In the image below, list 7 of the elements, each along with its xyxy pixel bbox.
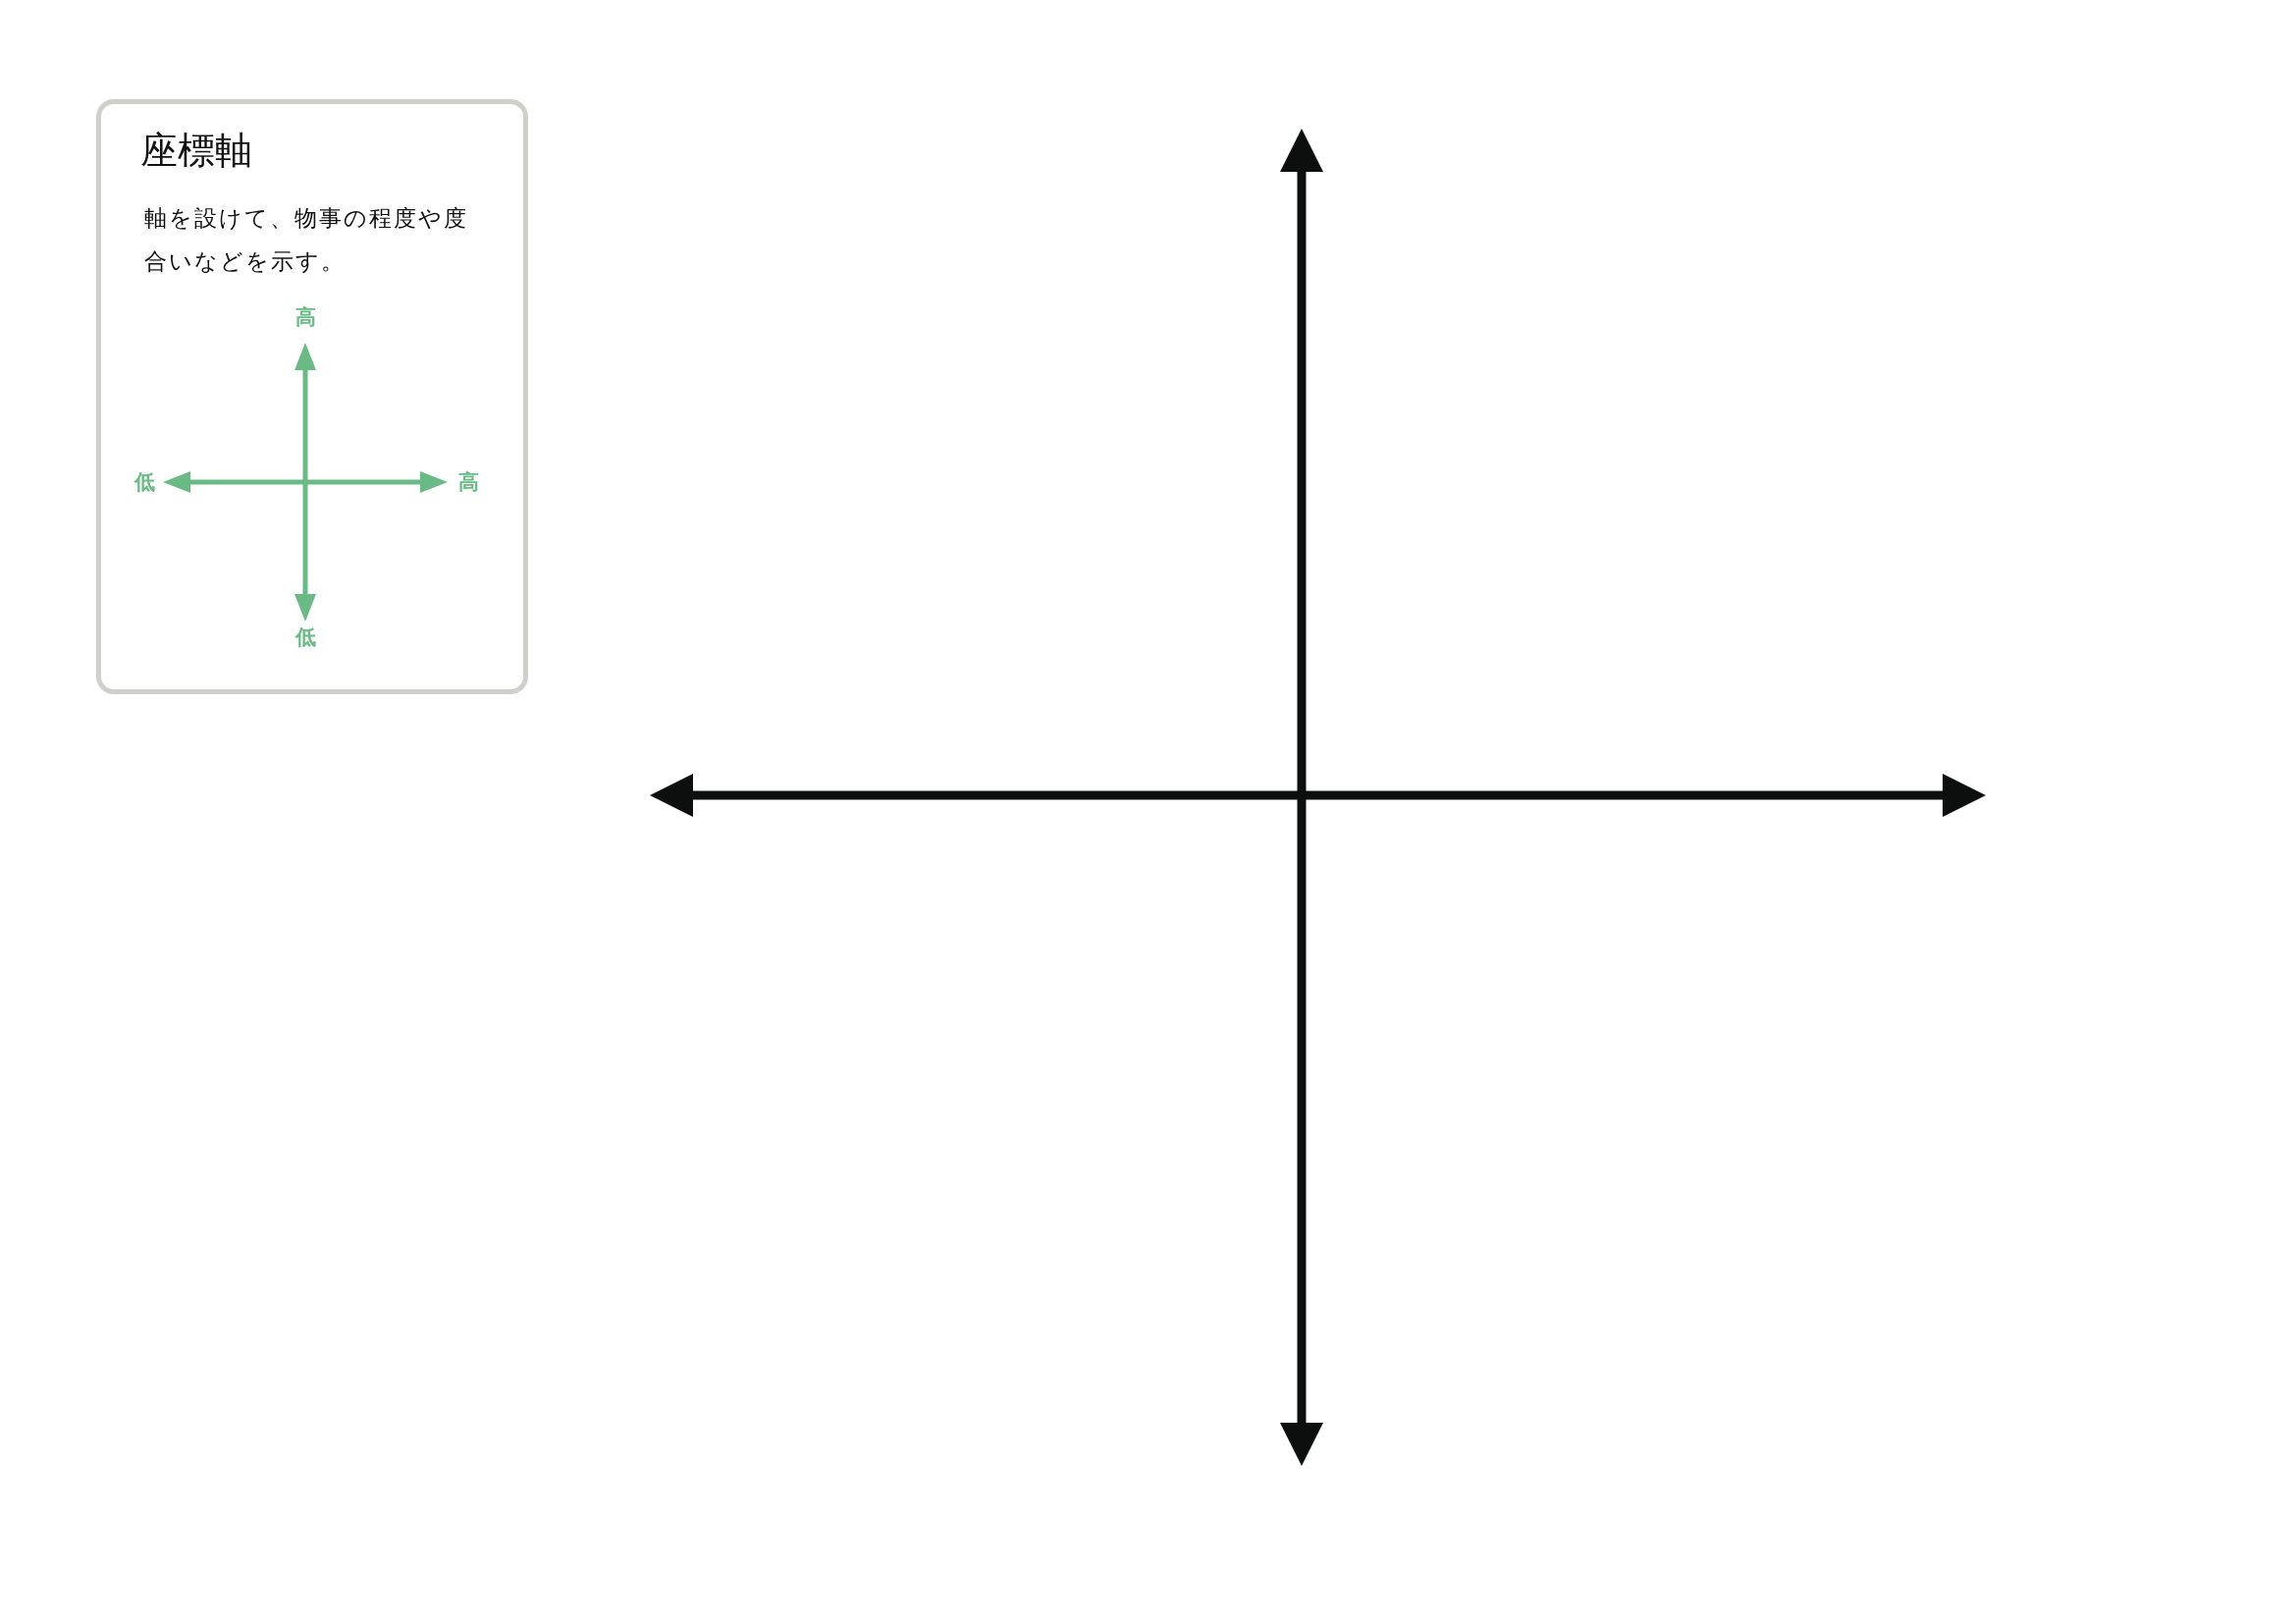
info-card (96, 99, 528, 694)
card-description: 軸を設けて、物事の程度や度合いなどを示す。 (144, 204, 468, 276)
axis-label: 高 (457, 469, 479, 496)
axis-label: 低 (133, 469, 155, 496)
axis-label: 高 (294, 304, 316, 331)
card-title: 座標軸 (140, 128, 252, 174)
axis-label: 低 (294, 624, 316, 651)
